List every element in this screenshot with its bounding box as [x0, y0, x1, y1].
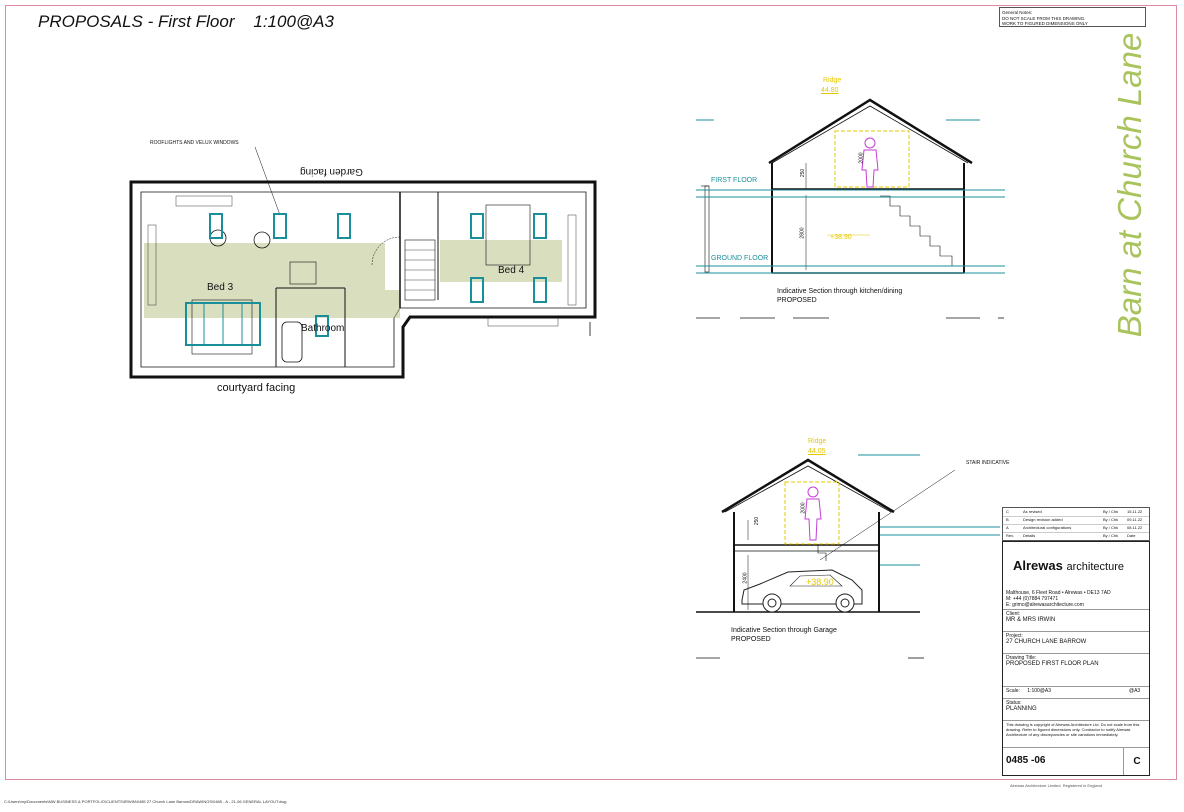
notes-line: DO NOT SCALE FROM THIS DRAWING.	[1002, 15, 1086, 21]
room-label-bed3: Bed 3	[207, 282, 234, 293]
section1-dim: 2800	[799, 227, 806, 239]
firm-suffix: architecture	[1066, 561, 1124, 573]
notes-line: WORK TO FIGURED DIMENSIONS ONLY	[1002, 21, 1088, 26]
firm-phone: M: +44 (0)7884 797471	[1006, 596, 1059, 602]
section1-caption: Indicative Section through kitchen/dinin…	[777, 288, 903, 295]
floor-plan	[129, 146, 597, 379]
scale-value: 1:100@A3	[1027, 688, 1052, 694]
section-kitchen	[701, 98, 973, 274]
firm-name: Alrewas	[1013, 558, 1063, 573]
section1-level-lines	[696, 119, 1005, 274]
rooflights-note: ROOFLIGHTS AND VELUX WINDOWS	[150, 140, 239, 146]
scale-row: Scale: 1:100@A3 @A3	[1003, 686, 1149, 698]
section1-level: +38.90	[830, 234, 852, 241]
drawing-title-value: PROPOSED FIRST FLOOR PLAN	[1006, 661, 1099, 667]
person-figure-2	[804, 486, 822, 541]
drawing-number: 0485 -06	[1006, 755, 1046, 766]
general-notes: General Notes: DO NOT SCALE FROM THIS DR…	[999, 7, 1146, 27]
notes-line: General Notes:	[1002, 10, 1033, 15]
room-label-bathroom: Bathroom	[301, 323, 345, 334]
footer-copyright: Alrewas Architecture Limited. Registered…	[1010, 783, 1103, 788]
section1-ridge-label: Ridge	[823, 77, 842, 84]
section1-caption-status: PROPOSED	[777, 297, 817, 304]
section2-ridge-label: Ridge	[808, 438, 827, 445]
first-floor-label: FIRST FLOOR	[711, 177, 758, 184]
project-label: Project:	[1006, 633, 1023, 639]
section2-dim: 2400	[742, 572, 749, 584]
sheet-size: @A3	[1129, 688, 1141, 694]
section2-dim: 250	[754, 516, 761, 526]
drawing-title-label: Drawing Title:	[1006, 655, 1037, 661]
status-label: Status:	[1006, 700, 1022, 706]
section2-ridge-level: 44.05	[808, 448, 826, 455]
section1-dim: 2000	[858, 152, 865, 164]
courtyard-facing-label: courtyard facing	[217, 382, 296, 394]
page-title: PROPOSALS - First Floor 1:100@A3	[38, 12, 334, 31]
scale-label: Scale:	[1006, 688, 1020, 694]
client-label: Client:	[1006, 611, 1021, 617]
sheet-border	[5, 5, 1177, 780]
section1-dim: 250	[800, 168, 807, 178]
client-row: Client: MR & MRS IRWIN	[1003, 609, 1149, 631]
section2-dim: 2000	[800, 502, 807, 514]
firm-logo: Alrewas architecture	[1013, 558, 1124, 573]
section2-caption: Indicative Section through Garage	[731, 627, 837, 634]
firm-address: Malthouse, 6 Fleet Road • Alrewas • DE13…	[1006, 590, 1111, 596]
drawing-number-row: 0485 -06 C	[1003, 747, 1149, 775]
car-outline	[741, 569, 863, 613]
section1-ridge-level: 44.80	[821, 87, 839, 94]
file-path: C:\Users\my\Documents\MW BUSINESS & PORT…	[4, 799, 287, 804]
ground-floor-label: GROUND FLOOR	[711, 255, 769, 262]
firm-email: E: grimo@alrewasarchitecture.com	[1006, 602, 1084, 608]
section2-level: +38.90	[806, 577, 834, 587]
project-row: Project: 27 CHURCH LANE BARROW	[1003, 631, 1149, 653]
room-label-bed4: Bed 4	[498, 265, 525, 276]
velux-windows	[185, 213, 547, 346]
garden-facing-label: Garden facing	[300, 166, 363, 177]
copyright-note: This drawing is copyright of Alrewas Arc…	[1003, 720, 1149, 747]
section-garage	[696, 458, 956, 613]
client-value: MR & MRS IRWIN	[1006, 617, 1056, 623]
stair-note: STAIR INDICATIVE	[966, 460, 1010, 466]
section2-level-lines	[858, 454, 1000, 566]
person-figure	[861, 137, 879, 188]
status-row: Status: PLANNING	[1003, 698, 1149, 720]
status-value: PLANNING	[1006, 706, 1037, 712]
revision-letter: C	[1123, 748, 1150, 775]
project-value: 27 CHURCH LANE BARROW	[1006, 639, 1087, 645]
title-block: Alrewas architecture Malthouse, 6 Fleet …	[1002, 541, 1150, 776]
drawing-title-row: Drawing Title: PROPOSED FIRST FLOOR PLAN	[1003, 653, 1149, 686]
section2-caption-status: PROPOSED	[731, 636, 771, 643]
